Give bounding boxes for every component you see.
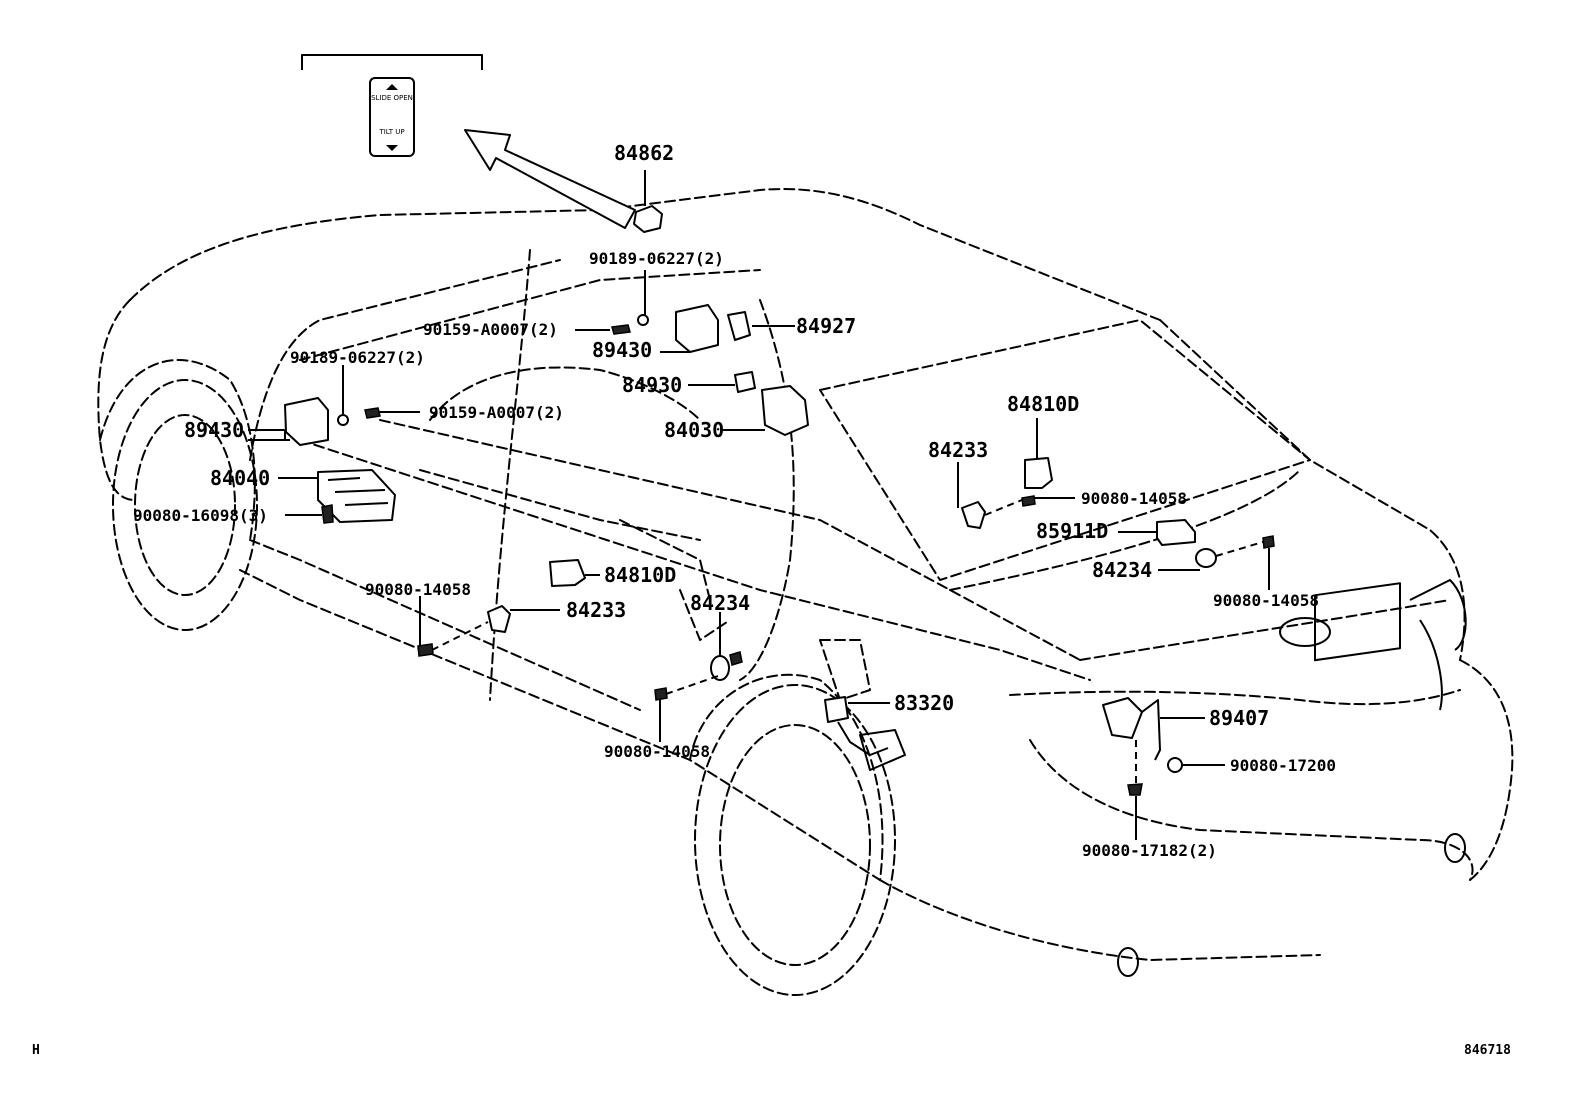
component-drawings	[284, 205, 1275, 796]
part-84862-icon	[633, 205, 663, 233]
screw-icon	[417, 643, 434, 657]
part-labels: 84862 90189-06227(2) 90159-A0007(2) 8492…	[133, 141, 1336, 860]
label-90080-14058-r1: 90080-14058	[1081, 489, 1187, 508]
part-84233-right-icon	[961, 501, 986, 529]
label-84862: 84862	[614, 141, 674, 165]
label-84810d-right: 84810D	[1007, 392, 1079, 416]
label-90159-a0007-left: 90159-A0007(2)	[429, 403, 564, 422]
label-90080-14058-left: 90080-14058	[365, 580, 471, 599]
label-90080-17182: 90080-17182(2)	[1082, 841, 1217, 860]
label-85911d: 85911D	[1036, 519, 1108, 543]
label-84927: 84927	[796, 314, 856, 338]
label-84930: 84930	[622, 373, 682, 397]
label-84234-mid: 84234	[690, 591, 750, 615]
part-84234-right-icon	[1195, 548, 1217, 568]
car-body-solid-details	[859, 579, 1467, 977]
switch-slide-open-label: SLIDE OPEN	[371, 94, 413, 102]
part-89430-top-icon	[675, 304, 719, 353]
part-84927-icon	[727, 311, 751, 341]
screw-icon	[611, 324, 631, 335]
label-90080-16098: 90080-16098(3)	[133, 506, 268, 525]
part-84810d-right-icon	[1024, 457, 1053, 489]
part-84233-mid-icon	[487, 605, 511, 633]
label-90189-06227-left: 90189-06227(2)	[290, 348, 425, 367]
label-84233-mid: 84233	[566, 598, 626, 622]
label-84030: 84030	[664, 418, 724, 442]
label-90080-17200: 90080-17200	[1230, 756, 1336, 775]
screw-icon	[321, 504, 334, 524]
label-89430-left: 89430	[184, 418, 244, 442]
label-90080-14058-bottom: 90080-14058	[604, 742, 710, 761]
screw-icon	[729, 651, 743, 666]
sunroof-switch-inset: SLIDE OPEN TILT UP	[301, 54, 483, 157]
page-code: H	[32, 1043, 40, 1058]
part-84234-mid-icon	[710, 655, 730, 681]
label-84810d-mid: 84810D	[604, 563, 676, 587]
part-84810d-mid-icon	[549, 559, 586, 587]
part-89430-left-icon	[284, 397, 329, 446]
screw-icon	[1021, 495, 1036, 507]
label-90080-14058-r2: 90080-14058	[1213, 591, 1319, 610]
label-84233-right: 84233	[928, 438, 988, 462]
screw-icon	[654, 687, 668, 701]
label-83320: 83320	[894, 691, 954, 715]
part-89407-icon	[1102, 697, 1143, 739]
screw-icon	[337, 414, 349, 426]
direction-arrow	[464, 129, 636, 229]
label-84040: 84040	[210, 466, 270, 490]
screw-icon	[637, 314, 649, 326]
label-90159-a0007-top: 90159-A0007(2)	[423, 320, 558, 339]
label-89407: 89407	[1209, 706, 1269, 730]
part-83320-icon	[824, 696, 849, 723]
screw-icon	[1262, 535, 1275, 549]
nut-icon	[1167, 757, 1183, 773]
part-84930-icon	[734, 371, 756, 393]
bolt-icon	[1127, 783, 1143, 796]
screw-icon	[364, 407, 381, 419]
part-84040-icon	[317, 469, 396, 523]
leader-lines	[248, 170, 1270, 840]
part-85911d-icon	[1156, 519, 1196, 546]
label-90189-06227-top: 90189-06227(2)	[589, 249, 724, 268]
label-89430-top: 89430	[592, 338, 652, 362]
part-84030-icon	[761, 385, 809, 436]
figure-id: 846718	[1464, 1043, 1511, 1058]
label-84234-right: 84234	[1092, 558, 1152, 582]
switch-tilt-up-label: TILT UP	[378, 128, 404, 136]
car-body-outline	[97, 188, 1514, 996]
